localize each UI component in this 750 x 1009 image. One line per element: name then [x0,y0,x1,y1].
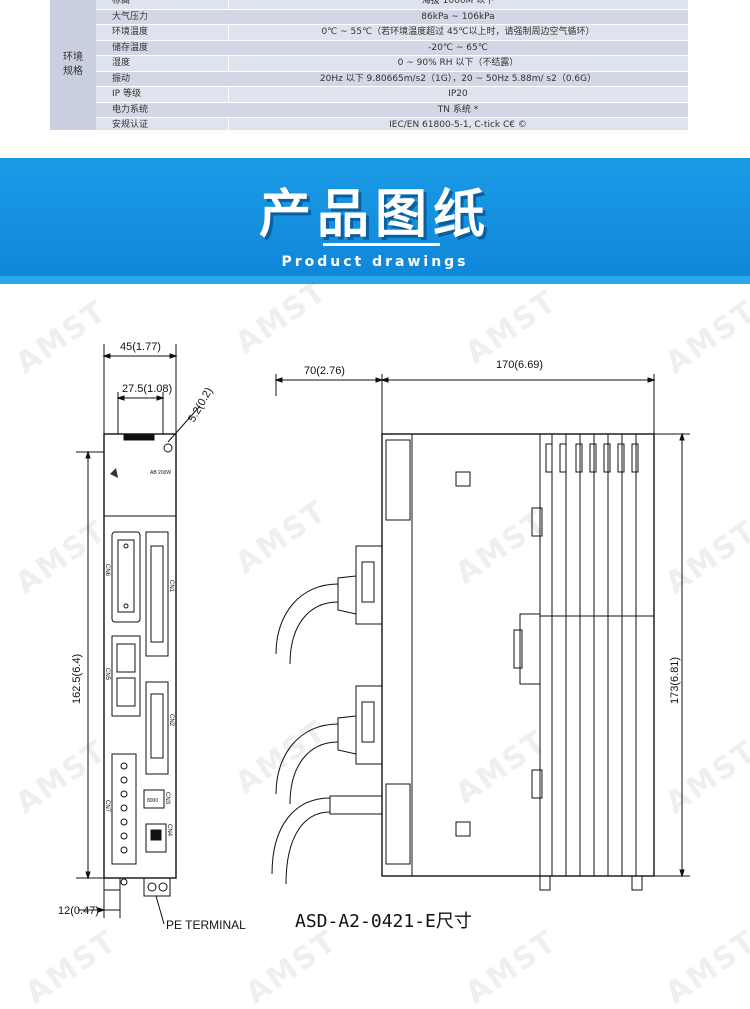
label-cn2: CN2 [168,714,174,727]
spec-divider [228,0,229,130]
spec-key: 储存温度 [112,42,149,53]
label-cn4: CN4 [166,824,172,837]
spec-key: 振动 [112,73,131,84]
pe-terminal-label: PE TERMINAL [166,918,246,932]
dim-side-left: 70(2.76) [304,365,345,377]
drawing-caption: ASD-A2-0421-E尺寸 [295,911,472,932]
spec-row: 电力系统 TN 系统 * [96,102,688,118]
spec-table: 环境 规格 标高 海拔 1000M 以下 大气压力 86kPa ~ 106kPa 环… [50,0,688,134]
spec-key: 标高 [112,0,131,6]
spec-row: 环境温度 0℃ ~ 55℃（若环境温度超过 45℃以上时，请强制周边空气循环） [96,25,688,41]
dim-side-height: 173(6.81) [669,657,681,704]
spec-key: 湿度 [112,58,131,68]
spec-row: 安规认证 IEC/EN 61800-5-1, C-tick C€ © [96,118,688,134]
banner-underline [323,243,440,246]
spec-value: 0 ~ 90% RH 以下（不结露） [397,58,519,68]
dim-front-height: 162.5(6.4) [71,654,83,704]
spec-value: 20Hz 以下 9.80665m/s2（1G），20 ~ 50Hz 5.88m/… [319,73,597,84]
label-cn3: CN3 [164,792,170,805]
spec-value: -20℃ ~ 65℃ [428,42,488,53]
product-drawing: AB 200W 8000 [58,341,690,925]
spec-row: 储存温度 -20℃ ~ 65℃ [96,40,688,56]
spec-row: 振动 20Hz 以下 9.80665m/s2（1G），20 ~ 50Hz 5.88… [96,71,688,87]
banner-title: 产品图纸 [258,185,491,245]
spec-key: 电力系统 [112,104,149,115]
front-view: AB 200W 8000 [76,344,201,925]
spec-value: 海拔 1000M 以下 [421,0,495,6]
svg-text:8000: 8000 [147,798,158,804]
label-cn6: CN6 [104,564,110,577]
spec-value: 86kPa ~ 106kPa [421,11,495,22]
spec-key: 大气压力 [112,11,149,22]
side-view [271,374,690,891]
dim-front-width: 45(1.77) [120,341,161,353]
spec-key: IP 等级 [112,89,141,99]
spec-category: 环境 规格 [50,0,96,130]
spec-row: 标高 海拔 1000M 以下 [96,0,688,10]
spec-value: IP20 [448,89,468,99]
svg-text:AB 200W: AB 200W [150,470,171,476]
spec-key: 安规认证 [112,120,149,130]
dim-front-inner: 27.5(1.08) [122,383,172,395]
spec-row: IP 等级 IP20 [96,87,688,103]
banner-subtitle: Product drawings [281,254,469,270]
spec-row: 湿度 0 ~ 90% RH 以下（不结露） [96,56,688,72]
dim-side-right: 170(6.69) [496,359,543,371]
spec-category-label: 环境 规格 [63,52,83,77]
label-cn7: CN7 [104,800,110,813]
spec-key: 环境温度 [112,27,149,37]
label-cn5: CN5 [104,668,110,681]
spec-value: 0℃ ~ 55℃（若环境温度超过 45℃以上时，请强制周边空气循环） [321,27,595,37]
label-cn1: CN1 [168,580,174,593]
dim-corner: 5.2(0.2) [186,386,215,425]
spec-value: IEC/EN 61800-5-1, C-tick C€ © [389,120,527,130]
spec-value: TN 系统 * [437,104,479,115]
banner-stripe [0,276,750,284]
section-banner: 产品图纸 Product drawings [0,158,750,284]
spec-row: 大气压力 86kPa ~ 106kPa [96,9,688,25]
dim-bottom-offset: 12(0.47) [58,905,99,917]
